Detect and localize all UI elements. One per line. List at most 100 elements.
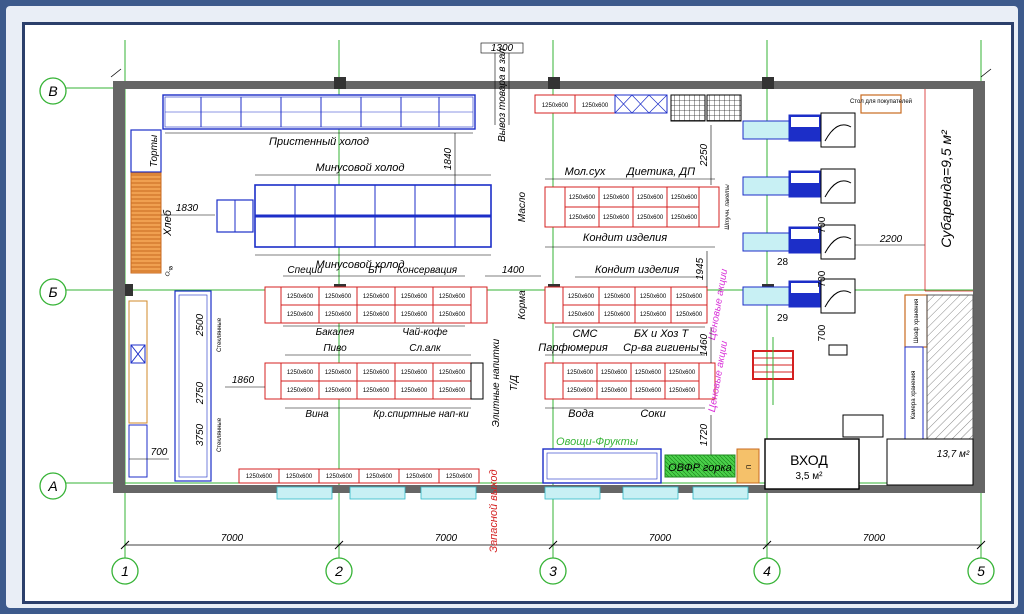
svg-text:ВХОД: ВХОД [790,452,828,468]
customer-table: Стол для покупателей [850,94,912,114]
spices-shelf-cell-label: 1250x600 [439,294,466,300]
perfume-shelf-cell [664,380,700,400]
bottom-shelf-cell-label: 1250x600 [406,474,433,480]
perfume-shelf-cell-label: 1250x600 [567,370,594,376]
svg-text:В: В [48,83,57,99]
svg-text:700: 700 [817,324,828,341]
dairy-shelf-cell-label: 1250x600 [637,215,664,221]
axis-col-2: 2 [325,557,353,585]
svg-text:П: П [747,465,753,469]
dairy-dietetics-gondola: Мол.сух Диетика, ДП 1250x600 1250x600 1250… [517,125,731,248]
dairy-shelf-cell-label: 1250x600 [569,195,596,201]
dairy-shelf-cell-label: 1250x600 [603,215,630,221]
svg-text:1720: 1720 [699,423,710,446]
svg-text:1300: 1300 [491,43,514,54]
svg-text:Мол.сух: Мол.сух [565,166,606,178]
dairy-shelf-cell-label: 1250x600 [603,195,630,201]
spices-shelf-cell-label: 1250x600 [287,294,314,300]
alcohol-shelf-cell-label: 1250x600 [439,388,466,394]
spices-shelf-cell-label: 1250x600 [325,294,352,300]
svg-text:Чай-кофе: Чай-кофе [402,326,448,338]
spices-shelf-cell-label: 1250x600 [363,294,390,300]
svg-text:700: 700 [817,216,828,233]
checkout-screen [791,117,819,127]
confectionery-shelf-cell-label: 1250x600 [640,312,667,318]
svg-text:Стол для покупателей: Стол для покупателей [850,98,912,105]
perfume-shelf-cell-label: 1250x600 [635,388,662,394]
dairy-shelf-cell-label: 1250x600 [671,195,698,201]
svg-text:Штучн. пакеты: Штучн. пакеты [725,184,731,230]
axis-row-В: В [39,77,67,105]
svg-text:2750: 2750 [195,381,206,405]
cashier-seat [820,112,856,148]
svg-text:Хлеб: Хлеб [162,209,174,237]
top-shelves-row: 1250x600 1250x600 [534,94,742,122]
svg-text:700: 700 [151,447,168,458]
entrance-zone: Шкаф хранения Камера хранения ВХОД 3,5 м… [764,294,974,490]
svg-text:Пристенный холод: Пристенный холод [269,136,369,148]
checkout-belt [742,120,790,140]
svg-text:Масло: Масло [517,191,528,222]
svg-text:13,7 м²: 13,7 м² [937,449,970,460]
axis-row-Б: Б [39,278,67,306]
checkout-belt [742,286,790,306]
svg-text:28: 28 [777,257,789,268]
svg-text:Ценовые акции: Ценовые акции [707,268,730,341]
cashier-chair [824,236,852,254]
goods-delivery-path: 1300 Вывоз товара в зал [480,42,524,142]
svg-text:Ср-ва гигиены: Ср-ва гигиены [623,342,699,354]
confectionery-shelf-cell-label: 1250x600 [676,312,703,318]
svg-text:Овощи-Фрукты: Овощи-Фрукты [556,436,638,448]
bottom-shelf-cell-label: 1250x600 [286,474,313,480]
spices-shelf-cell-label: 1250x600 [401,312,428,318]
checkout-screen [791,173,819,183]
svg-text:Вода: Вода [568,408,594,420]
svg-text:2: 2 [334,563,343,579]
confectionery-shelf-cell-label: 1250x600 [604,294,631,300]
svg-text:Т/Д: Т/Д [509,375,520,391]
svg-text:Запасной выход: Запасной выход [488,469,500,552]
page-frame: В Б А 1 2 3 4 5 7000 7000 7000 7000 [6,6,1018,608]
svg-text:Стеклянные: Стеклянные [217,317,223,352]
svg-text:3750: 3750 [195,423,206,446]
checkout-screen [791,229,819,239]
svg-text:1400: 1400 [502,265,525,276]
svg-text:Диетика, ДП: Диетика, ДП [625,166,695,178]
svg-text:7000: 7000 [649,533,672,544]
svg-text:Торты: Торты [149,134,160,167]
sublease-zone: Субаренда=9,5 м² [924,89,973,292]
svg-text:4: 4 [763,563,771,579]
bottom-shelf-cell-label: 1250x600 [326,474,353,480]
svg-text:Специи: Специи [287,265,323,276]
svg-text:Камера хранения: Камера хранения [911,371,917,420]
cashier-chair [824,180,852,198]
svg-text:Шкаф хранения: Шкаф хранения [914,299,920,343]
cashier-seat [820,278,856,314]
svg-text:5: 5 [977,563,985,579]
axis-col-5: 5 [967,557,995,585]
svg-text:Вина: Вина [305,409,329,420]
alcohol-shelf-cell-label: 1250x600 [401,388,428,394]
alcohol-shelf-cell-label: 1250x600 [363,388,390,394]
svg-text:Вывоз товара в зал: Вывоз товара в зал [497,48,508,142]
wall-refrigeration: Пристенный холод [162,94,476,148]
svg-text:Пиво: Пиво [323,343,347,354]
axis-col-3: 3 [539,557,567,585]
svg-text:1945: 1945 [695,257,706,280]
svg-text:Кондит изделия: Кондит изделия [583,232,667,244]
spices-shelf-cell-label: 1250x600 [325,312,352,318]
confectionery-shelf-cell-label: 1250x600 [568,312,595,318]
svg-text:Стеклянные: Стеклянные [217,417,223,452]
bottom-shelf-cell [438,468,480,484]
svg-text:Бакалея: Бакалея [316,327,355,338]
dairy-shelf-cell-label: 1250x600 [637,195,664,201]
alcohol-shelf-cell-label: 1250x600 [439,370,466,376]
svg-text:Минусовой холод: Минусовой холод [316,259,405,271]
alcohol-shelf-cell-label: 1250x600 [287,388,314,394]
svg-text:О-Ф: О-Ф [165,265,176,278]
axis-col-1: 1 [111,557,139,585]
svg-text:1250x600: 1250x600 [542,103,569,109]
